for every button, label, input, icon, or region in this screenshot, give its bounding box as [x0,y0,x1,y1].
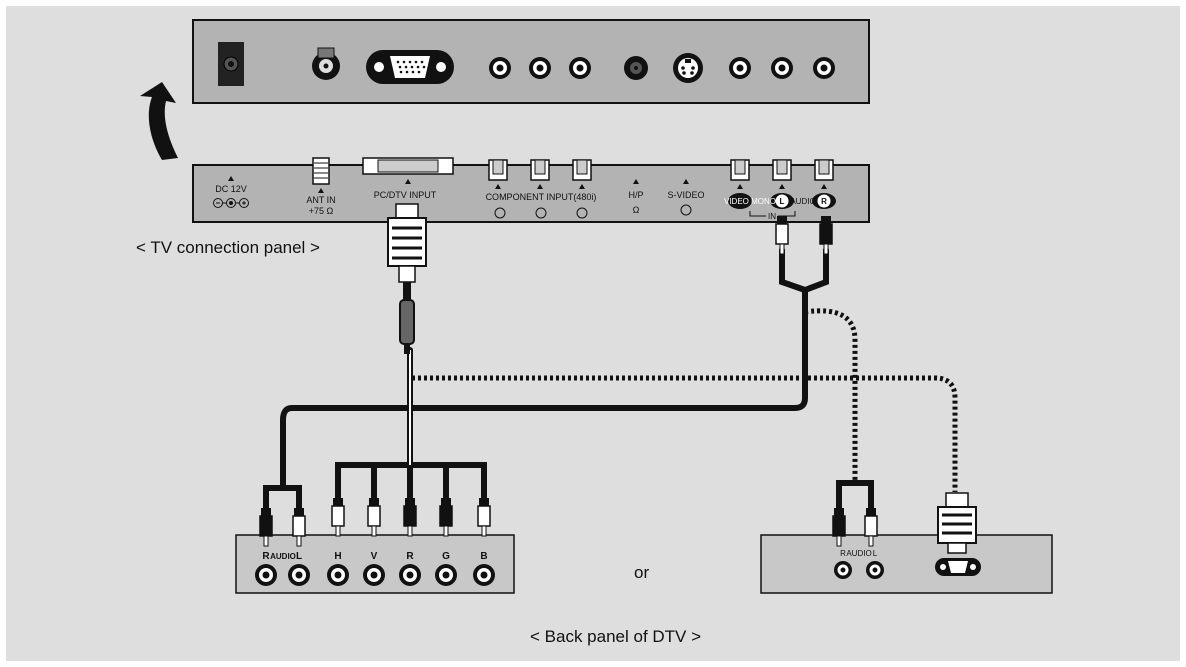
headphone-icon: Ω [633,205,640,215]
dtv-back-panel-right: R AUDIO L [760,492,1053,594]
hp-label: H/P [628,190,643,200]
dtv-right-audio-l: L [873,549,878,558]
ant-ohm-label: +75 Ω [309,206,334,216]
video-mono-label: VIDEO MONO [724,197,776,206]
component-input-label: COMPONENT INPUT(480i) [486,192,597,202]
dtv-left-b: B [480,551,487,562]
dtv-left-audio: AUDIO [270,552,296,561]
vga-cable-plug [387,203,427,354]
audio-label: AUDIO [790,197,815,206]
or-caption: or [634,563,650,582]
audio-cable-dotted [412,308,958,492]
jack-l-label: L [780,197,785,206]
top-jack-panel [192,19,870,104]
svideo-symbol [680,204,692,216]
pc-dtv-input-label: PC/DTV INPUT [374,190,437,200]
in-label: IN [768,212,776,221]
dc-power-symbol [213,198,249,208]
tv-connection-panel: DC 12V ANT IN +75 Ω PC/DTV INPUT COMPONE… [192,157,870,223]
curved-arrow-icon [140,82,178,160]
svideo-label: S-VIDEO [667,190,704,200]
dtv-back-panel-caption: < Back panel of DTV > [530,627,702,646]
jack-r-label: R [821,197,827,206]
dtv-left-audio-l: L [296,551,302,562]
tv-connection-panel-caption: < TV connection panel > [136,238,320,257]
dtv-left-v: V [371,551,378,562]
dtv-right-audio-r: R [840,549,846,558]
dtv-left-h: H [334,551,341,562]
dtv-left-g: G [442,551,450,562]
component-symbols [494,207,588,219]
dtv-back-panel-left: R AUDIO L H V R G B [235,497,515,594]
dtv-left-audio-r: R [262,551,270,562]
dtv-right-audio: AUDIO [846,549,871,558]
dc-label: DC 12V [215,184,247,194]
ant-in-label: ANT IN [306,195,335,205]
dtv-left-r: R [406,551,414,562]
